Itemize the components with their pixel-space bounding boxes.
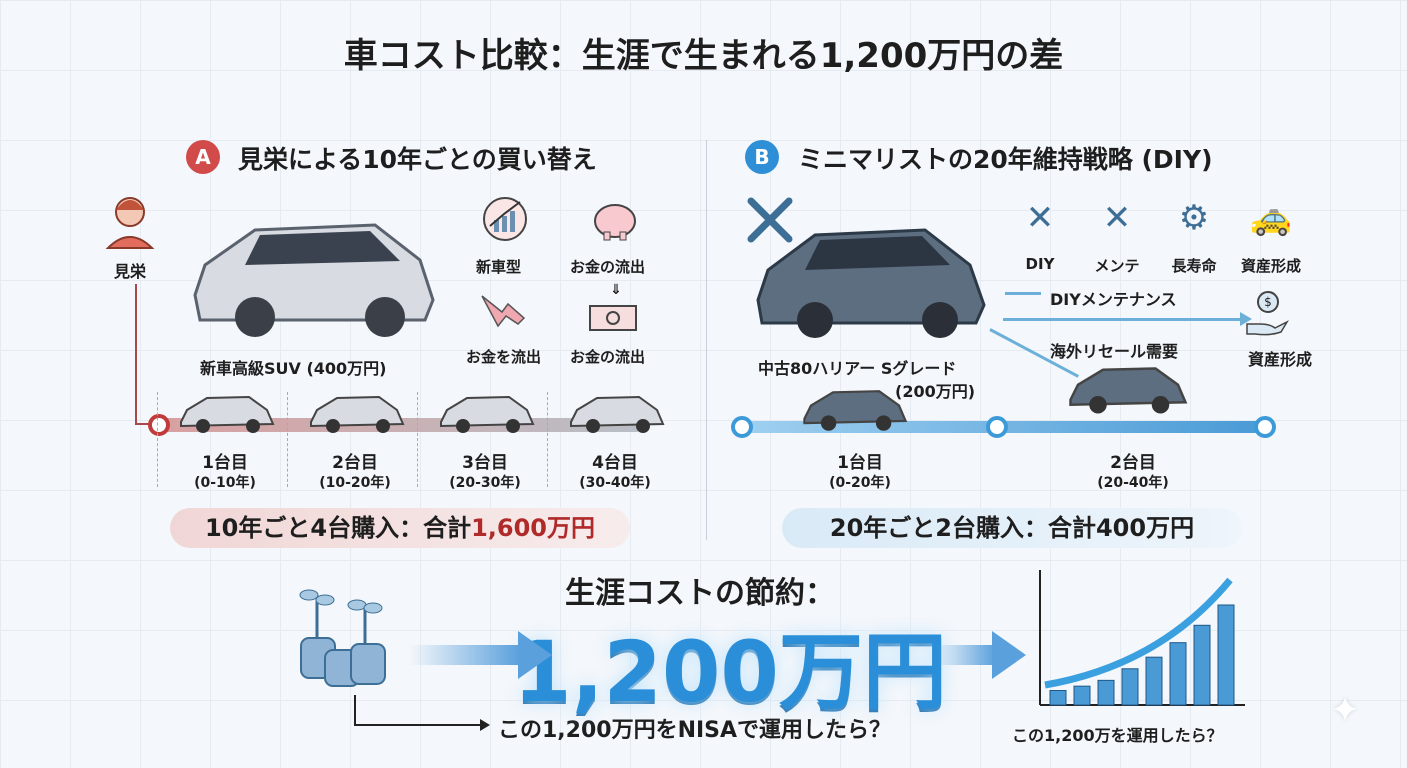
connector-line: [135, 423, 160, 425]
timeline-separator: [417, 392, 418, 487]
icon-label: メンテ: [1094, 257, 1140, 275]
growth-bar: [1145, 656, 1163, 706]
used-harrier-image: [756, 228, 986, 338]
car-icon: 🚕: [1249, 198, 1293, 238]
timeline-car-image: [567, 392, 667, 438]
growth-caption: この1,200万を運用したら？: [1012, 726, 1223, 745]
nisa-question: この1,200万円をNISAで運用したら？: [498, 718, 892, 743]
icon-label: 資産形成: [1240, 257, 1302, 275]
arrow-head: [1240, 312, 1252, 326]
diy-maintenance-label: DIYメンテナンス: [1050, 290, 1177, 309]
growth-bar: [1097, 679, 1115, 706]
timeline-car-image: [437, 392, 537, 438]
growth-bar: [1121, 668, 1139, 706]
used-car-label: 中古80ハリアー Sグレード: [758, 359, 957, 378]
arrow-head: [480, 719, 490, 731]
savings-amount: 1,200万円: [513, 623, 947, 721]
resale-label: 海外リセール需要: [1050, 342, 1179, 361]
new-suv-label: 新車高級SUV (400万円): [200, 359, 387, 378]
icon-label: お金の流出: [570, 348, 646, 366]
page-title: 車コスト比較：生涯で生まれる1,200万円の差: [343, 36, 1064, 76]
asset-label: 資産形成: [1248, 350, 1313, 369]
hand-icon: [1246, 320, 1289, 336]
timeline-car-image: [177, 392, 277, 438]
icon-label: お金を流出: [466, 348, 542, 366]
timeline-item-name: 4台目: [592, 453, 638, 473]
person-label: 見栄: [114, 262, 147, 281]
tools-icon: ✕: [1025, 198, 1055, 238]
timeline-node: [1254, 416, 1276, 438]
timeline-item-name: 1台目: [202, 453, 248, 473]
diy-arrow: [1005, 292, 1041, 295]
icon-label: DIY: [1025, 255, 1055, 273]
flow-arrow: [410, 645, 520, 665]
timeline-item-range: (0-20年): [829, 475, 891, 491]
timeline-item-range: (30-40年): [579, 475, 651, 491]
connector-line: [135, 284, 137, 424]
icon-label: 新車型: [476, 258, 522, 276]
growth-trend-arrow: [1044, 577, 1233, 689]
timeline-separator: [547, 392, 548, 487]
timeline-separator: [157, 392, 158, 487]
timeline-item-name: 1台目: [837, 453, 883, 473]
growth-bar: [1193, 624, 1211, 706]
timeline-item-range: (10-20年): [319, 475, 391, 491]
growth-bar: [1073, 685, 1091, 706]
asset-arrow: [1003, 318, 1243, 321]
down-arrow-icon: ⇓: [610, 282, 622, 298]
growth-bar: [1049, 690, 1067, 706]
section-a-heading: 見栄による10年ごとの買い替え: [238, 145, 597, 174]
coin-plant-icon: [299, 589, 386, 687]
timeline-start-node: [148, 414, 170, 436]
icon-label: 長寿命: [1171, 257, 1217, 275]
section-b-summary: 20年ごと2台購入：合計400万円: [782, 508, 1242, 548]
timeline-item-range: (20-30年): [449, 475, 521, 491]
banknote-icon: [589, 305, 637, 331]
savings-heading: 生涯コストの節約：: [565, 576, 835, 611]
timeline-item-range: (0-10年): [194, 475, 256, 491]
tools-icon: [747, 197, 793, 243]
timeline-item-name: 3台目: [462, 453, 508, 473]
nisa-connector: [354, 695, 356, 725]
timeline-node: [986, 416, 1008, 438]
flow-arrow: [935, 645, 995, 665]
section-divider: [706, 140, 707, 540]
timeline-node: [731, 416, 753, 438]
section-a-summary: 10年ごと4台購入：合計1,600万円: [170, 508, 630, 548]
chart-up-icon: [483, 197, 527, 241]
growth-bar: [1169, 642, 1187, 706]
person-icon: [105, 197, 155, 249]
new-suv-image: [193, 223, 435, 337]
section-a-badge: A: [186, 140, 220, 174]
nisa-connector: [354, 724, 482, 726]
coin-icon: $: [1257, 291, 1279, 313]
summary-text: 10年ごと4台購入：合計: [204, 514, 472, 542]
used-car-price: (200万円): [895, 382, 976, 401]
section-b-heading: ミニマリストの20年維持戦略 (DIY): [798, 145, 1213, 174]
wrench-icon: ✕: [1102, 198, 1132, 238]
timeline-car-image: [1066, 362, 1191, 420]
timeline-car-image: [307, 392, 407, 438]
growth-chart: [1039, 570, 1245, 706]
timeline-separator: [287, 392, 288, 487]
timeline-car-image: [800, 386, 910, 437]
icon-label: お金の流出: [570, 258, 646, 276]
gear-icon: ⚙: [1178, 198, 1210, 238]
arrow-head: [992, 631, 1026, 679]
timeline-item-name: 2台目: [332, 453, 378, 473]
summary-total: 1,600万円: [471, 514, 596, 542]
sparkle-icon: ✦: [1330, 690, 1361, 731]
growth-bar: [1217, 604, 1235, 706]
arrow-head: [518, 631, 552, 679]
timeline-item-range: (20-40年): [1097, 475, 1169, 491]
section-b-badge: B: [745, 140, 779, 174]
piggy-bank-icon: [594, 204, 636, 241]
timeline-item-name: 2台目: [1110, 453, 1156, 473]
money-flow-icon: [481, 295, 526, 328]
